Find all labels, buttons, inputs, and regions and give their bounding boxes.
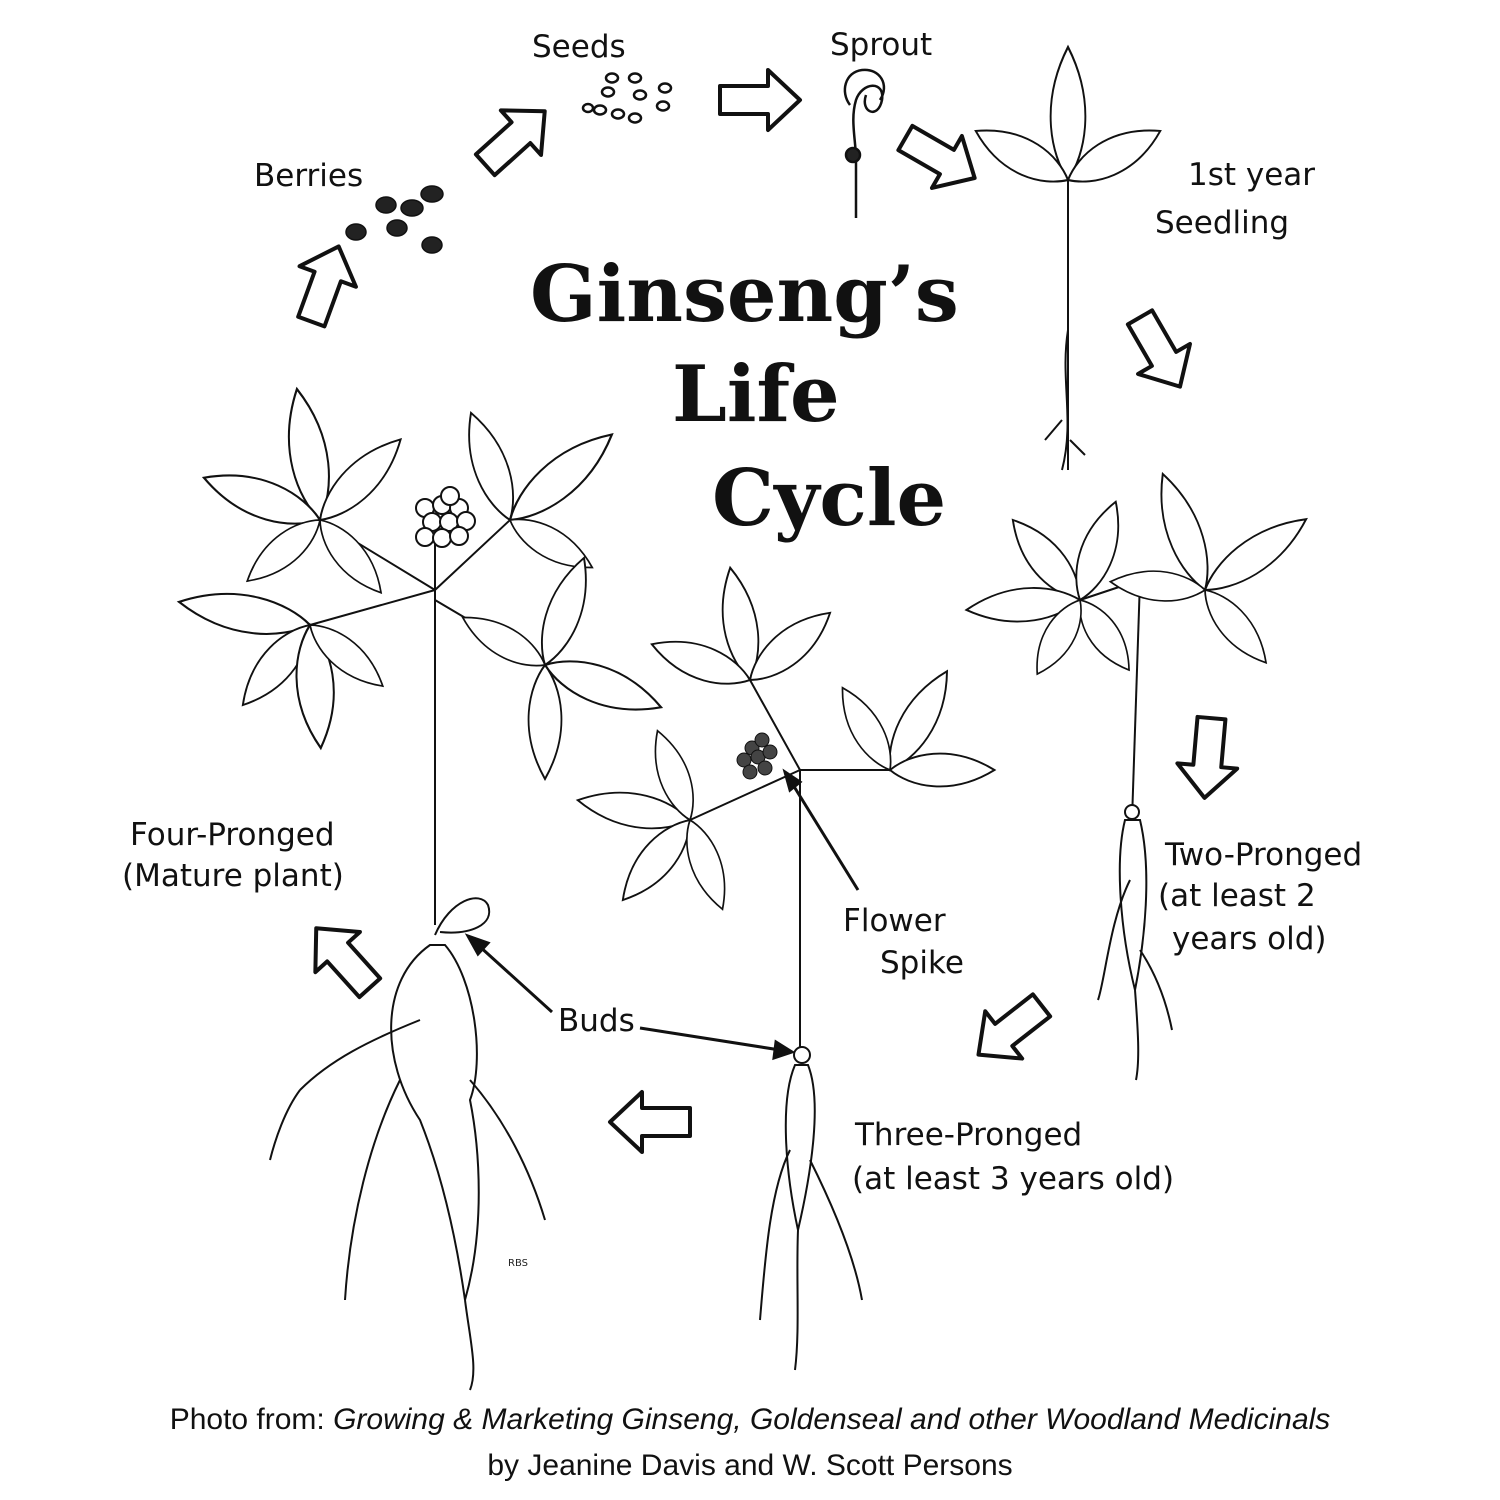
seeds-illustration — [581, 72, 673, 124]
stage-label-seedling-line-2: Seedling — [1155, 205, 1290, 241]
stage-label-two-pronged-line-1: Two-Pronged — [1165, 837, 1363, 873]
arrow-four-pronged-to-berries-up — [291, 906, 395, 1010]
stage-label-seeds: Seeds — [532, 29, 626, 65]
flower-spike-cluster — [736, 732, 778, 780]
title-line-1: Ginseng’s — [530, 249, 959, 340]
arrow-seedling-to-two-pronged — [1112, 300, 1208, 404]
berry-cluster — [415, 486, 476, 548]
stage-label-four-pronged-line-2: (Mature plant) — [122, 858, 344, 894]
stage-label-four-pronged-line-1: Four-Pronged — [130, 817, 335, 853]
flower-spike-pointer — [782, 768, 860, 891]
four-pronged-plant-illustration — [174, 384, 669, 1391]
stage-label-sprout: Sprout — [830, 27, 933, 63]
arrow-down-to-two-pronged-root — [1172, 713, 1244, 803]
berries-illustration — [345, 185, 444, 254]
arrow-sprout-to-seedling — [888, 110, 992, 206]
stage-label-three-pronged-line-2: (at least 3 years old) — [852, 1161, 1175, 1197]
stage-label-seedling-line-1: 1st year — [1188, 157, 1316, 193]
annotation-flower-line-2: Spike — [880, 945, 964, 981]
arrow-berries-to-seeds — [463, 86, 567, 190]
arrow-two-to-three-pronged — [958, 979, 1062, 1081]
stage-label-three-pronged-line-1: Three-Pronged — [855, 1117, 1083, 1153]
two-pronged-plant-illustration — [963, 467, 1317, 1081]
buds-pointer-three-pronged — [639, 1026, 796, 1061]
annotation-buds: Buds — [558, 1003, 635, 1039]
arrow-to-berries — [281, 234, 369, 334]
first-year-seedling-illustration — [966, 45, 1170, 471]
title-line-2: Life — [672, 349, 840, 440]
book-title: Growing & Marketing Ginseng, Goldenseal … — [333, 1403, 1331, 1436]
three-pronged-plant-illustration — [573, 563, 996, 1371]
photo-credit-line-1: Photo from: Growing & Marketing Ginseng,… — [0, 1402, 1500, 1438]
arrow-seeds-to-sprout — [718, 68, 802, 132]
stage-label-two-pronged-line-2: (at least 2 — [1158, 878, 1316, 914]
annotation-flower-line-1: Flower — [843, 903, 946, 939]
title-line-3: Cycle — [712, 453, 947, 544]
photo-credit-prefix: Photo from: — [169, 1403, 334, 1436]
stage-label-berries: Berries — [254, 158, 364, 194]
artist-initials: RBS — [508, 1258, 528, 1269]
stage-label-two-pronged-line-3: years old) — [1172, 921, 1327, 957]
photo-credit-authors: by Jeanine Davis and W. Scott Persons — [487, 1449, 1013, 1482]
arrow-three-to-four-pronged — [608, 1090, 692, 1154]
sprout-illustration — [843, 68, 886, 218]
buds-pointer-four-pronged — [464, 933, 554, 1014]
